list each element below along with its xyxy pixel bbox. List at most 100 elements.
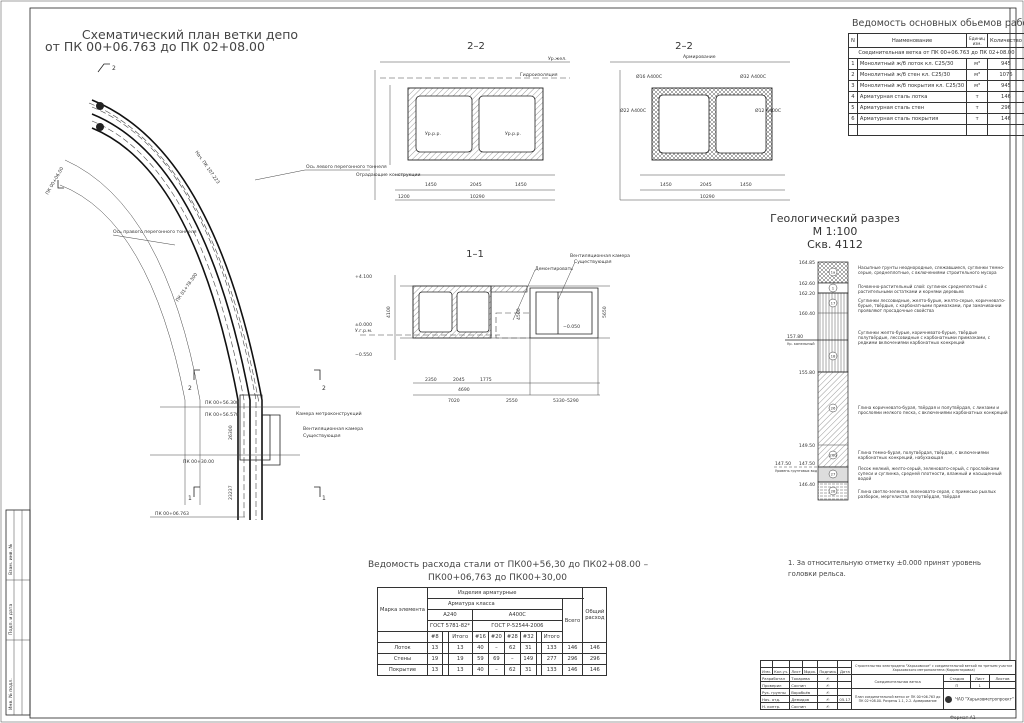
fill-label: Оградающие конструкции	[356, 172, 421, 178]
cell: Лоток	[377, 642, 428, 654]
col-header: Единиц изм.	[966, 33, 989, 48]
col-header: N	[848, 33, 858, 48]
layer-description: Глина светло-зеленая, зеленовато-серая, …	[858, 489, 996, 499]
sheet-title: План соединительной ветки от ПК 00+06.76…	[851, 688, 945, 710]
right-axis-label: Ось правого перегонного тоннеля	[113, 229, 197, 235]
section-2-2-left-title: 2–2	[467, 41, 485, 52]
dim: 5650	[602, 306, 608, 318]
dim: 10290	[700, 194, 715, 200]
col-header: Изм.	[760, 667, 773, 675]
company-name: ЧАО "Харьковметропроект"	[955, 696, 1014, 701]
dim: 7020	[448, 398, 460, 404]
cell: 31	[519, 642, 537, 654]
water2-label: Уровень грунтовых вод	[775, 469, 818, 473]
side-stamp-label: Взам. инв. №	[8, 544, 14, 575]
pk-56b-label: ПК 00+56.570	[205, 412, 239, 418]
elevation: 162.60	[799, 281, 815, 287]
cell: 40	[471, 664, 489, 676]
layer-number: 1	[832, 286, 835, 291]
layer-markers	[828, 267, 838, 496]
cell: Арматурная сталь стен	[856, 102, 968, 114]
layer-description: Суглинки желто-бурые, коричневато-бурые,…	[858, 330, 991, 345]
cell: 4	[848, 91, 858, 103]
hydro-label: Гидроизоляция	[520, 72, 558, 78]
dim: 5330–5290	[553, 398, 579, 404]
elevation: 147.50	[799, 461, 815, 467]
side-stamp	[5, 509, 31, 716]
cell: 19	[426, 653, 443, 665]
stage-value: П	[943, 681, 971, 689]
person: Демидов	[789, 695, 819, 703]
elevation: 162.20	[799, 291, 815, 297]
cut-mark-2-right: 2	[322, 385, 326, 392]
layer-description: Глина коричневато-бурая, твёрдая и полут…	[858, 405, 1008, 415]
col-header: #20	[487, 631, 505, 643]
pk-top-label: ПК 00+06.00	[45, 166, 66, 196]
cell: 40	[471, 642, 489, 654]
role: Нач. отд.	[759, 695, 791, 703]
demolish-label: Демонтировать	[535, 266, 573, 272]
cell: 146	[987, 113, 1024, 125]
rebar-label: Ø12 А400С	[755, 107, 781, 114]
col-header: Кол.уч.	[771, 667, 791, 675]
col-header: Арматура класса	[426, 598, 563, 610]
steel-title-line2: ПК00+06,763 до ПК00+30,00	[428, 573, 568, 583]
sheet-frame	[29, 7, 1017, 719]
pk-30-label: ПК 00+30.00	[183, 459, 214, 465]
vent-chamber-label: Вентиляционная камера	[303, 426, 363, 432]
side-stamp-label: Инв. № подл.	[8, 678, 14, 710]
arm-label: Армирование	[683, 54, 716, 60]
col-header: Подпись	[817, 667, 839, 675]
role: Н. контр.	[759, 702, 791, 710]
dim: 1450	[425, 182, 437, 188]
cell: 13	[447, 642, 473, 654]
cell: м³	[966, 80, 989, 92]
cell: 133	[540, 664, 563, 676]
cell: 149	[519, 653, 537, 665]
dim: 4690	[458, 387, 470, 393]
cell: Арматурная сталь лотка	[856, 91, 968, 103]
cell: –	[487, 664, 505, 676]
layer-description: Песок мелкий, желто-серый, зеленовато-се…	[858, 466, 1002, 481]
track-plan	[57, 63, 370, 520]
dim: 4500	[516, 308, 522, 320]
dim: 1775	[480, 377, 492, 383]
dim-a: 26300	[228, 425, 234, 440]
cell: 31	[519, 664, 537, 676]
layer-number: 26	[831, 406, 836, 411]
col-header: А240	[426, 609, 473, 621]
section-2-2-left	[374, 61, 570, 201]
layer-description: Насыпные грунты неоднородные, слежавшиес…	[858, 265, 1005, 275]
cell: 13	[447, 664, 473, 676]
person: Соснин	[789, 702, 819, 710]
existing-label: Существующая	[574, 259, 612, 265]
dim: 1450	[515, 182, 527, 188]
elevation: 149.50	[799, 443, 815, 449]
company-logo-icon	[945, 695, 953, 703]
layer-number: 17	[831, 301, 836, 306]
note: 1. За относительную отметку ±0.000 приня…	[788, 559, 981, 578]
col-header: #28	[503, 631, 521, 643]
cell: 19	[447, 653, 473, 665]
trav-label-right: Ур.р.р.	[505, 131, 521, 137]
cell: 277	[540, 653, 563, 665]
cell: 133	[540, 642, 563, 654]
cell: м³	[966, 69, 989, 81]
project-name: Строительство электродепо "Харьковское" …	[851, 660, 1016, 675]
col-header: #32	[519, 631, 537, 643]
water-label: Ур. капельный	[787, 342, 815, 346]
cell: 1076	[987, 69, 1024, 81]
cut-mark-2-top: 2	[112, 65, 116, 72]
dim: 2045	[700, 182, 712, 188]
rebar-label: Ø32 А400С	[740, 73, 766, 80]
pk-56-label: ПК 00+56.300	[205, 400, 239, 406]
cell: т	[966, 91, 989, 103]
existing-label: Существующая	[303, 433, 341, 439]
cell: 296	[987, 102, 1024, 114]
cell: Покрытие	[377, 664, 428, 676]
